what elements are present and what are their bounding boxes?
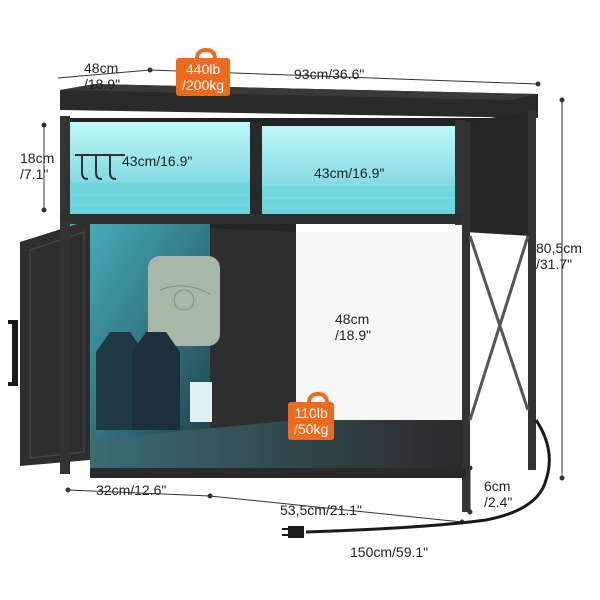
bottom-capacity-kg: /50kg — [294, 421, 329, 437]
bottom-capacity-badge: 110lb /50kg — [288, 402, 335, 440]
back-leg — [528, 110, 536, 470]
depth-cm: 48cm — [84, 60, 119, 76]
bottom-capacity-lb: 110lb — [294, 405, 328, 421]
open-section-height-label: 48cm /18.9" — [335, 311, 371, 343]
open-height-in: /18.9" — [335, 327, 372, 343]
total-height-cm: 80,5cm — [536, 240, 582, 256]
shelf-height-cm: 18cm — [20, 150, 55, 166]
bottom-shelf — [90, 420, 462, 470]
total-height-label: 80,5cm /31.7" — [536, 240, 582, 272]
plug-icon — [288, 526, 304, 538]
open-height-cm: 48cm — [335, 311, 370, 327]
door-handle — [12, 320, 18, 386]
cord-length-label: 150cm/59.1" — [350, 544, 429, 560]
shelf-left-width-label: 43cm/16.9" — [122, 153, 193, 169]
bowl — [190, 382, 212, 422]
top-capacity-badge: 440lb /200kg — [176, 58, 231, 96]
depth-in: /18.9" — [84, 76, 121, 92]
shelf-right-width-label: 43cm/16.9" — [314, 165, 385, 181]
leg-height-in: /2.4" — [484, 494, 513, 510]
weight-icon-bottom — [307, 392, 329, 408]
depth-label: 48cm /18.9" — [84, 60, 120, 92]
cabinet-width-label: 32cm/12.6" — [96, 482, 167, 498]
leg-height-label: 6cm /2.4" — [484, 478, 512, 510]
top-capacity-kg: /200kg — [182, 77, 225, 93]
shelf-height-label: 18cm /7.1" — [20, 150, 54, 182]
power-cord — [305, 419, 551, 534]
width-label: 93cm/36.6" — [294, 66, 365, 82]
leg-height-cm: 6cm — [484, 478, 511, 494]
weight-icon-top — [195, 48, 217, 64]
top-capacity-lb: 440lb — [185, 61, 221, 77]
shelf-height-in: /7.1" — [20, 166, 49, 182]
hooks-icon — [75, 154, 125, 180]
cushion — [148, 256, 220, 346]
product-bag-right — [132, 332, 180, 430]
open-section-width-label: 53,5cm/21.1" — [280, 502, 363, 518]
cabinet-door — [20, 220, 90, 466]
total-height-in: /31.7" — [536, 256, 573, 272]
front-leg — [462, 122, 470, 512]
